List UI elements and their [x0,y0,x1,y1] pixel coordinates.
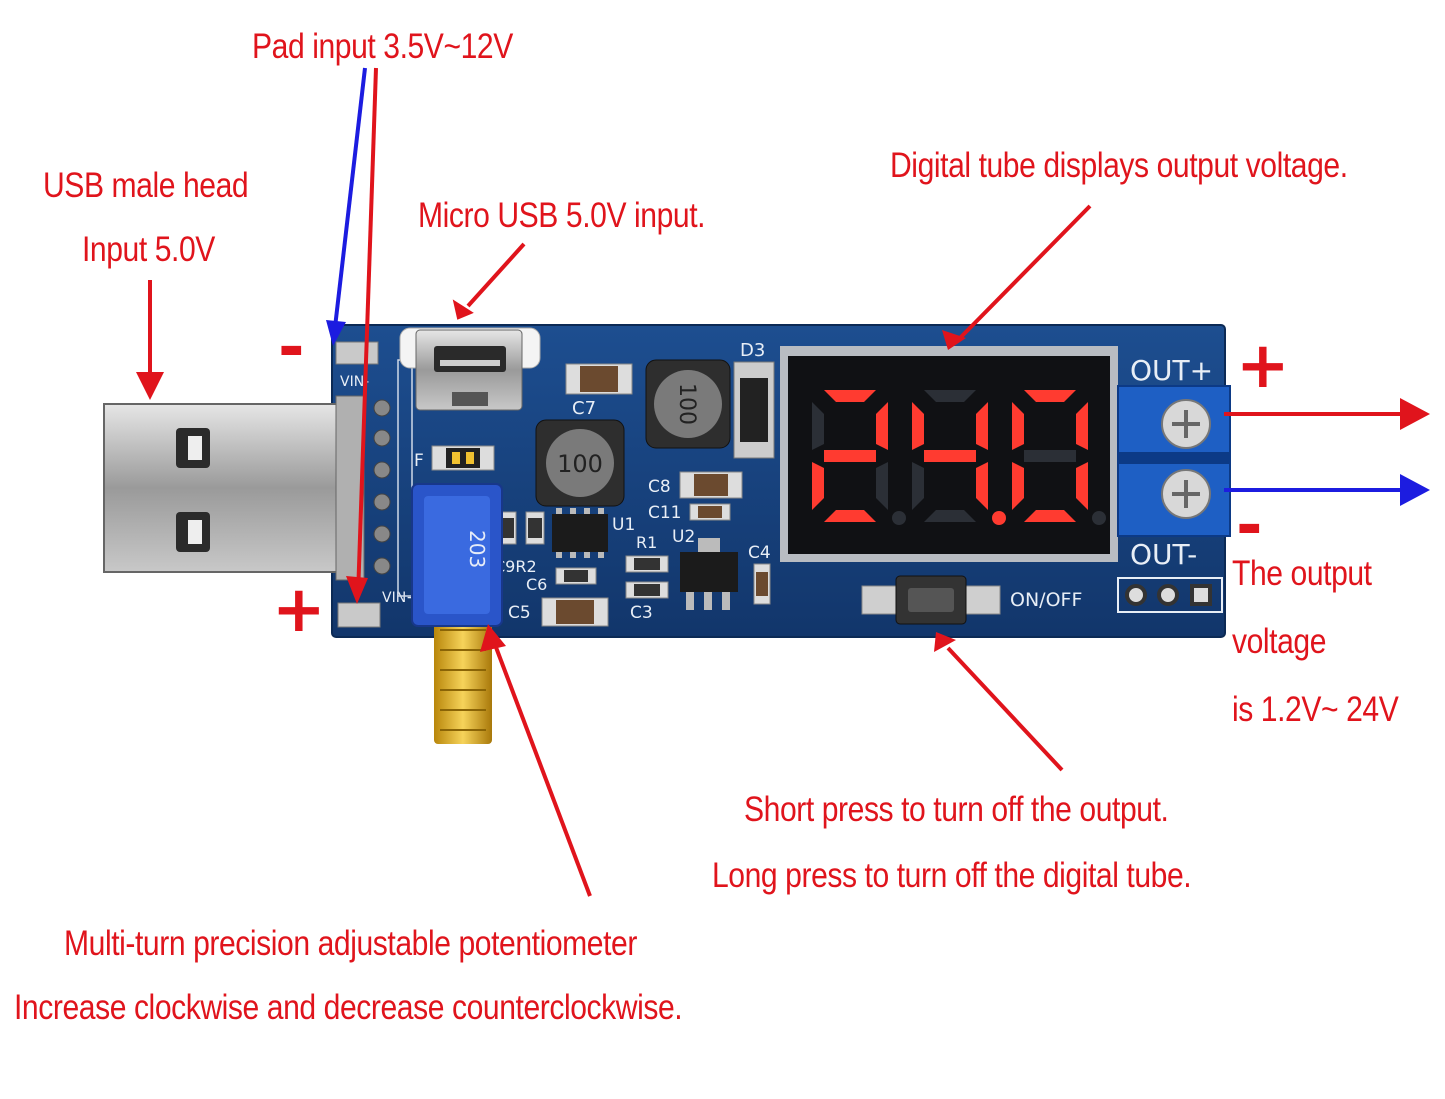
potentiometer-label-line1: Multi-turn precision adjustable potentio… [64,924,637,963]
output-range-line2: voltage [1232,622,1327,661]
display-segment-d1c [976,462,988,510]
header-pins [373,399,391,575]
display-segment-d2e [1012,462,1024,510]
capacitor-c11 [689,503,731,521]
display-segment-d1e [912,462,924,510]
display-segment-d2a [1024,390,1076,402]
c7-label: C7 [572,398,596,419]
usb-male-label-line1: USB male head [43,166,249,205]
button-label-line2: Long press to turn off the digital tube. [712,856,1192,895]
output-range-line1: The output [1232,554,1372,593]
display-segment-d2c [1076,462,1088,510]
usb-male-label-line2: Input 5.0V [82,230,215,269]
c8-label: C8 [648,477,671,497]
inductor-lower-label: 100 [557,450,603,478]
c9r2-label: C9R2 [494,557,537,576]
inductor-upper-label: 100 [674,383,699,425]
digital-tube-display [780,346,1118,562]
inductor-upper: 100 [645,359,731,449]
pad-input-red-arrow [356,67,378,597]
vin-minus-label: VIN- [340,374,369,390]
output-plus-sign: + [1236,329,1290,403]
output-minus-sign: - [1236,489,1263,563]
display-segment-d2d [1024,510,1076,522]
c6-label: C6 [526,575,547,594]
display-segment-d0a [824,390,876,402]
display-decimal-point-1 [992,511,1006,525]
capacitor-c5 [541,597,609,627]
display-segment-d0c [876,462,888,510]
display-segment-d0e [812,462,824,510]
display-segment-d2f [1012,402,1024,450]
output-range-line3: is 1.2V~ 24V [1232,690,1399,729]
display-segment-d1d [924,510,976,522]
c3-label: C3 [630,603,653,623]
screw-terminal [1117,385,1231,537]
output-pads [1117,577,1223,613]
vin-plus-label: VIN+ [382,590,418,606]
potentiometer-arrow [492,641,592,897]
display-segment-d0f [812,402,824,450]
vin-plus-pad [337,602,381,628]
display-segment-d1g [924,450,976,462]
ic-u1 [552,508,608,558]
c4-label: C4 [748,543,771,563]
potentiometer-label-line2: Increase clockwise and decrease counterc… [14,988,683,1027]
micro-usb-arrow [466,242,526,308]
digital-tube-label: Digital tube displays output voltage. [890,146,1348,185]
diode-d3 [733,361,775,459]
out-plus-label: OUT+ [1130,354,1213,387]
display-decimal-point-2 [1092,511,1106,525]
annotation-arrows [136,67,1430,897]
potentiometer: 203 [411,483,503,744]
c11-label: C11 [648,503,682,523]
display-decimal-point-0 [892,511,906,525]
u1-label: U1 [612,515,635,535]
display-segment-d2b [1076,402,1088,450]
on-off-button [861,575,1001,625]
capacitor-c7 [565,363,633,395]
fuse-f [431,445,495,471]
button-label-line1: Short press to turn off the output. [744,790,1169,829]
capacitor-c8 [679,471,743,499]
d3-label: D3 [740,340,765,361]
pad-input-blue-arrow [332,67,367,337]
vin-minus-pad [335,341,379,365]
small-smd-parts [497,511,669,599]
on-off-label: ON/OFF [1010,589,1082,611]
display-segment-d1f [912,402,924,450]
f-label: F [414,451,424,471]
capacitor-c4 [753,563,771,605]
micro-usb-port [399,327,541,411]
display-segment-d1b [976,402,988,450]
input-plus-sign: + [272,573,326,647]
display-segment-d2g [1024,450,1076,462]
u2-label: U2 [672,527,695,547]
regulator-u2 [680,538,738,610]
pot-marking: 203 [465,530,489,568]
pad-input-label: Pad input 3.5V~12V [252,27,513,66]
digital-tube-arrow [958,204,1092,340]
display-segment-d0b [876,402,888,450]
button-arrow [946,646,1064,772]
display-segment-d0d [824,510,876,522]
display-segment-d0g [824,450,876,462]
display-digits [812,390,1106,525]
usb-male-plug [103,395,365,581]
micro-usb-label: Micro USB 5.0V input. [418,196,706,235]
input-minus-sign: - [278,311,305,385]
pcb-board: VIN- VIN+ C7 100 [331,324,1231,744]
display-segment-d1a [924,390,976,402]
out-minus-label: OUT- [1130,538,1197,571]
inductor-lower: 100 [535,419,625,507]
r1-label: R1 [636,533,657,552]
c5-label: C5 [508,603,531,623]
